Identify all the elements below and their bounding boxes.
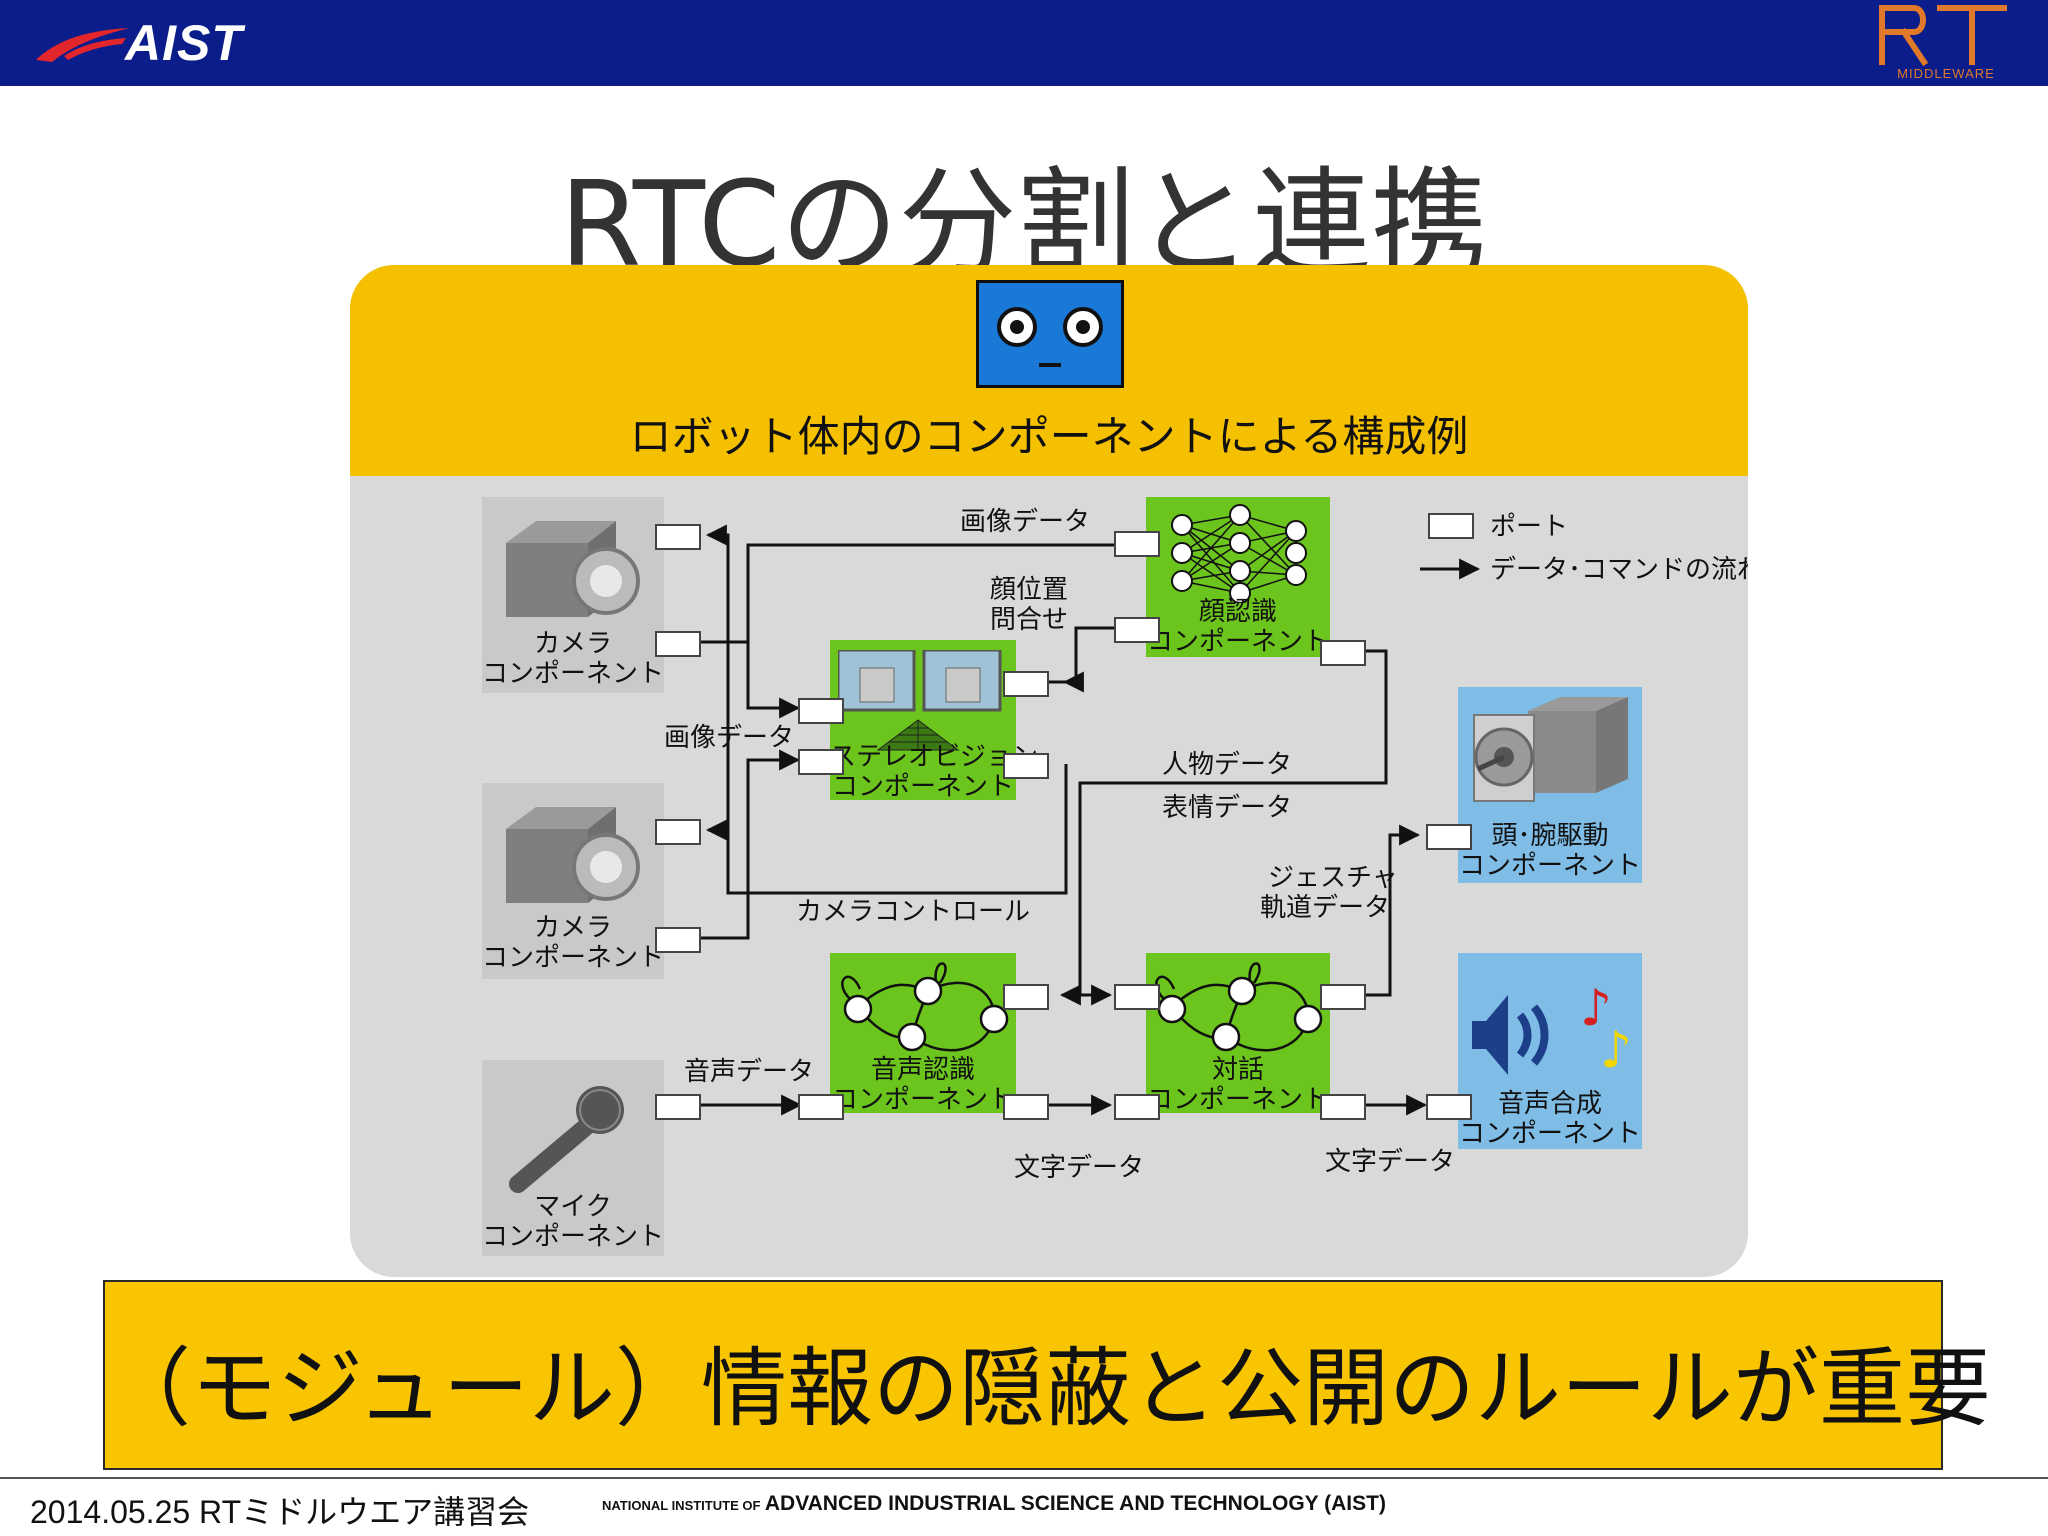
- flow-label-camera-control: カメラコントロール: [796, 897, 1031, 927]
- stereo-camera-icon: [838, 650, 1002, 751]
- camera2-label-2: コンポーネント: [482, 943, 665, 973]
- robot-face-icon: [976, 280, 1124, 388]
- voice-synthesis-component: ♪ ♪ 音声合成 コンポーネント: [1458, 953, 1642, 1149]
- diagram-panel: ロボット体内のコンポーネントによる構成例: [350, 265, 1748, 1277]
- port: [655, 819, 701, 845]
- rt-middleware-logo: [1879, 5, 2007, 66]
- face-label-2: コンポーネント: [1146, 627, 1329, 657]
- port: [1003, 984, 1049, 1010]
- stereo-label-1: ステレオビジョン: [830, 742, 1039, 772]
- svg-text:♪: ♪: [1600, 1021, 1632, 1079]
- legend-port-label: ポート: [1490, 512, 1569, 542]
- stereo-label-2: コンポーネント: [831, 772, 1014, 802]
- mic-label-2: コンポーネント: [482, 1222, 665, 1252]
- footer-org-big: ADVANCED INDUSTRIAL SCIENCE AND TECHNOLO…: [764, 1492, 1386, 1515]
- port: [1320, 984, 1366, 1010]
- port: [1320, 640, 1366, 666]
- speaker-icon: ♪ ♪: [1472, 979, 1632, 1079]
- port: [1114, 617, 1160, 643]
- footer-date-event: 2014.05.25 RTミドルウエア講習会: [30, 1494, 530, 1530]
- neural-network-icon: [1171, 504, 1307, 603]
- motor-icon: [1473, 697, 1628, 802]
- camera2-component: カメラ コンポーネント: [482, 783, 664, 979]
- camera2-label-1: カメラ: [533, 913, 612, 943]
- port: [1426, 824, 1472, 850]
- microphone-icon: [509, 1086, 624, 1193]
- flow-label-voice-data: 音声データ: [684, 1057, 815, 1087]
- state-machine-icon: [841, 962, 1009, 1052]
- face-label-1: 顔認識: [1198, 597, 1277, 627]
- footer-organization: NATIONAL INSTITUTE OF ADVANCED INDUSTRIA…: [602, 1492, 1386, 1516]
- emphasis-text: （モジュール）情報の隠蔽と公開のルールが重要: [105, 1339, 1991, 1439]
- face-recognition-component: 顔認識 コンポーネント: [1146, 497, 1330, 657]
- synth-label-1: 音声合成: [1497, 1089, 1602, 1119]
- port: [1003, 753, 1049, 779]
- camera-icon: [506, 521, 640, 617]
- flow-label-face-pos-1: 顔位置: [990, 575, 1069, 605]
- flow-label-text-data-1: 文字データ: [1014, 1153, 1145, 1183]
- dialog-label-2: コンポーネント: [1146, 1085, 1329, 1115]
- flow-label-image-data-top: 画像データ: [960, 507, 1091, 537]
- voice-label-2: コンポーネント: [831, 1085, 1014, 1115]
- port: [1003, 1094, 1049, 1120]
- stereo-vision-component: ステレオビジョン コンポーネント: [830, 640, 1039, 802]
- head-arm-label-1: 頭･腕駆動: [1491, 821, 1609, 851]
- emphasis-box: （モジュール）情報の隠蔽と公開のルールが重要: [103, 1280, 1991, 1470]
- flow-label-expression-data: 表情データ: [1162, 793, 1293, 823]
- port: [1114, 984, 1160, 1010]
- port: [1114, 531, 1160, 557]
- port: [655, 524, 701, 550]
- port: [655, 631, 701, 657]
- aist-logo: AIST: [125, 15, 243, 71]
- port: [798, 1094, 844, 1120]
- panel-heading: ロボット体内のコンポーネントによる構成例: [629, 412, 1469, 461]
- camera1-label-1: カメラ: [533, 629, 612, 659]
- footer-divider: [0, 1477, 2048, 1479]
- flow-label-face-pos-2: 問合せ: [990, 605, 1069, 635]
- state-machine-icon: [1155, 962, 1323, 1052]
- voice-label-1: 音声認識: [870, 1055, 975, 1085]
- header-bar: AIST MIDDLEWARE: [0, 0, 2048, 86]
- head-arm-drive-component: 頭･腕駆動 コンポーネント: [1458, 687, 1642, 883]
- port: [655, 927, 701, 953]
- port: [798, 749, 844, 775]
- port: [1320, 1094, 1366, 1120]
- port: [1003, 671, 1049, 697]
- flow-label-person-data: 人物データ: [1162, 750, 1293, 780]
- flow-label-gesture-1: ジェスチャ: [1268, 863, 1398, 893]
- mic-component: マイク コンポーネント: [482, 1060, 664, 1256]
- legend-port-icon: [1428, 513, 1474, 539]
- port: [655, 1094, 701, 1120]
- synth-label-2: コンポーネント: [1458, 1119, 1641, 1149]
- aist-swoosh-icon: [36, 28, 130, 62]
- port: [1114, 1094, 1160, 1120]
- dialog-label-1: 対話: [1211, 1055, 1264, 1085]
- svg-text:♪: ♪: [1580, 979, 1612, 1037]
- mic-label-1: マイク: [534, 1192, 612, 1222]
- camera1-component: カメラ コンポーネント: [482, 497, 664, 693]
- flow-label-image-data-mid: 画像データ: [664, 723, 795, 753]
- dialog-component: 対話 コンポーネント: [1146, 953, 1330, 1115]
- voice-recognition-component: 音声認識 コンポーネント: [830, 953, 1016, 1115]
- camera1-label-2: コンポーネント: [482, 659, 665, 689]
- port: [1426, 1094, 1472, 1120]
- flow-label-gesture-2: 軌道データ: [1260, 893, 1391, 923]
- rt-middleware-sub: MIDDLEWARE: [1897, 66, 1995, 81]
- legend-flow-label: データ･コマンドの流れ: [1490, 555, 1748, 585]
- port: [798, 698, 844, 724]
- footer-org-small: NATIONAL INSTITUTE OF: [602, 1498, 761, 1513]
- flow-label-text-data-2: 文字データ: [1325, 1147, 1456, 1177]
- camera-icon: [506, 807, 640, 903]
- head-arm-label-2: コンポーネント: [1458, 851, 1641, 881]
